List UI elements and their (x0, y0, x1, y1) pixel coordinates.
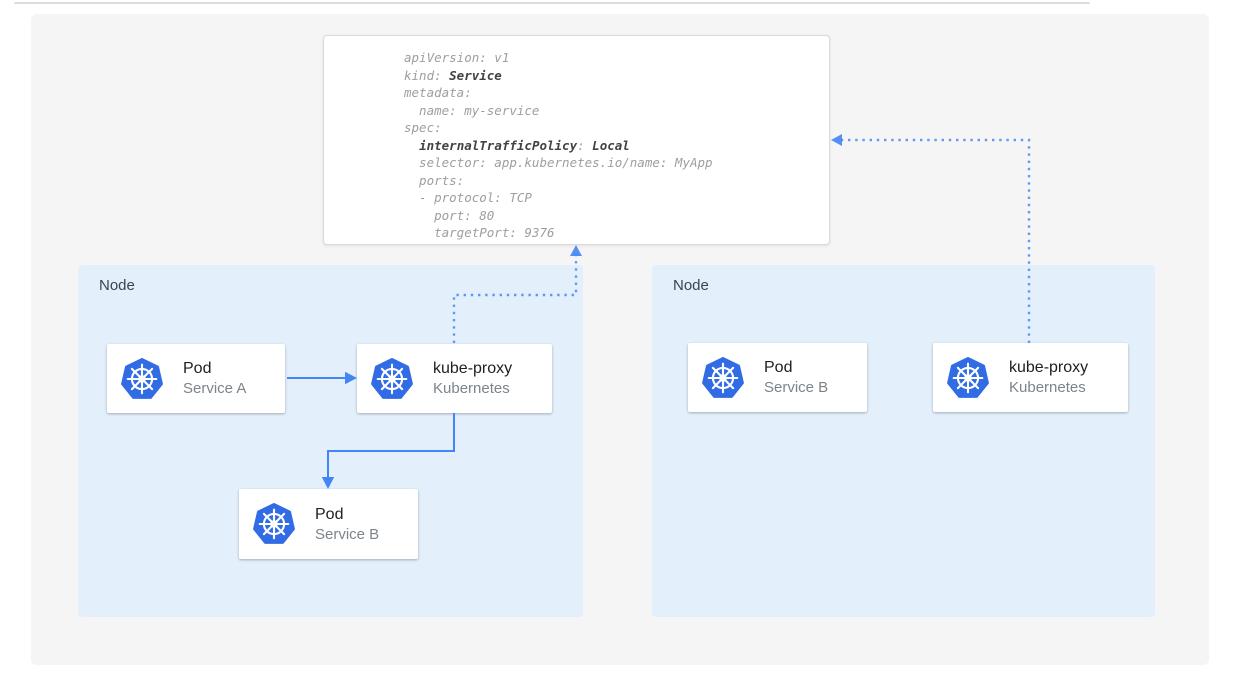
node-label: Node (673, 277, 709, 294)
card-subtitle: Service B (764, 379, 829, 396)
card-subtitle: Service B (315, 525, 380, 543)
card-title: Pod (315, 505, 344, 523)
kubernetes-icon (121, 357, 163, 399)
node-box-right: Node Pod Service B kube-proxy Kubernetes (652, 265, 1155, 617)
card-title: Pod (764, 359, 793, 376)
card-title: Pod (183, 360, 212, 377)
kubernetes-icon (702, 356, 744, 398)
kubernetes-icon (371, 357, 413, 399)
card-title: kube-proxy (433, 360, 513, 377)
pod-card-service-b-right: Pod Service B (688, 343, 867, 412)
pod-card-service-b-left: Pod Service B (239, 489, 418, 559)
node-box-left: Node Pod Service A kube-proxy Kubernetes… (78, 265, 583, 617)
pod-card-service-a: Pod Service A (107, 344, 285, 413)
node-label: Node (99, 277, 135, 294)
card-subtitle: Kubernetes (1009, 379, 1086, 396)
kubernetes-icon (253, 503, 295, 544)
card-title: kube-proxy (1009, 359, 1089, 376)
card-subtitle: Kubernetes (433, 380, 510, 397)
kubernetes-icon (947, 356, 989, 398)
kube-proxy-card-left: kube-proxy Kubernetes (357, 344, 552, 413)
top-divider-line (14, 2, 1090, 4)
kube-proxy-card-right: kube-proxy Kubernetes (933, 343, 1128, 412)
card-subtitle: Service A (183, 380, 247, 397)
